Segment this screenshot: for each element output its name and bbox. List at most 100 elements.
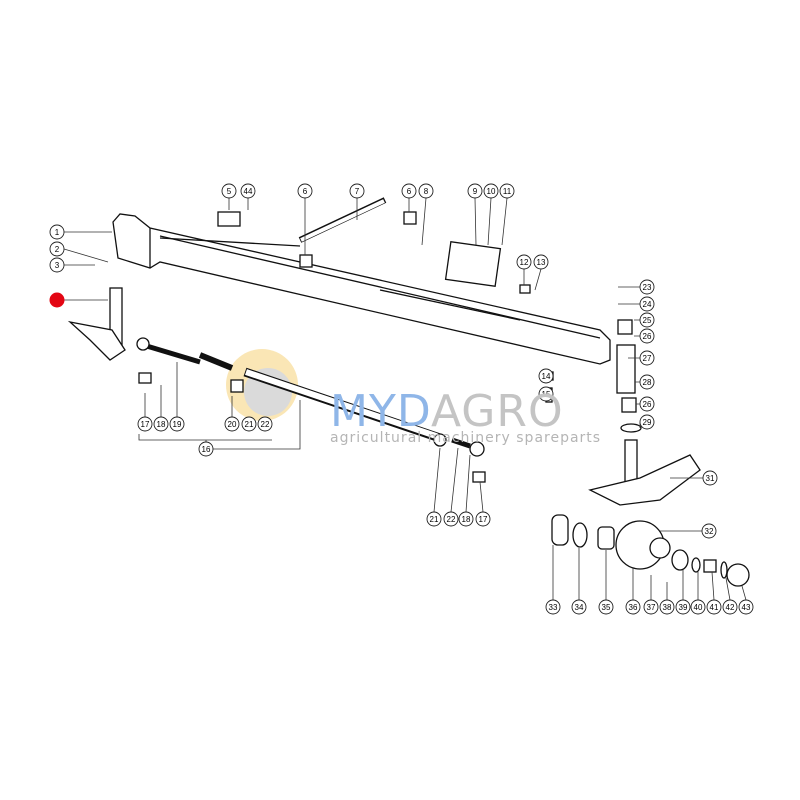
- callout-36[interactable]: 36: [625, 599, 641, 615]
- callout-29[interactable]: 29: [639, 414, 655, 430]
- callout-44[interactable]: 44: [240, 183, 256, 199]
- callout-circle: [257, 416, 273, 432]
- callout-circle: [221, 183, 237, 199]
- callout-label: 26: [643, 332, 652, 341]
- callout-label: 27: [643, 354, 652, 363]
- king-pin-right: [616, 344, 636, 394]
- callout-39[interactable]: 39: [675, 599, 691, 615]
- callout-label: 11: [503, 187, 512, 196]
- callout-26[interactable]: 26: [639, 396, 655, 412]
- callout-label: 40: [694, 603, 703, 612]
- callout-6[interactable]: 6: [297, 183, 313, 199]
- callout-circle: [639, 279, 655, 295]
- callout-22[interactable]: 22: [257, 416, 273, 432]
- callout-26[interactable]: 26: [639, 328, 655, 344]
- callout-circle: [738, 599, 754, 615]
- callout-20[interactable]: 20: [224, 416, 240, 432]
- callout-32[interactable]: 32: [701, 523, 717, 539]
- callout-35[interactable]: 35: [598, 599, 614, 615]
- plate-5: [217, 211, 241, 227]
- callout-15[interactable]: 15: [538, 386, 554, 402]
- callout-40[interactable]: 40: [690, 599, 706, 615]
- callout-label: 2: [55, 245, 60, 254]
- callout-9[interactable]: 9: [467, 183, 483, 199]
- callout-25[interactable]: 25: [639, 312, 655, 328]
- callout-43[interactable]: 43: [738, 599, 754, 615]
- callout-21[interactable]: 21: [426, 511, 442, 527]
- callout-17[interactable]: 17: [475, 511, 491, 527]
- callout-12[interactable]: 12: [516, 254, 532, 270]
- callout-37[interactable]: 37: [643, 599, 659, 615]
- callout-10[interactable]: 10: [483, 183, 499, 199]
- callout-label: 28: [643, 378, 652, 387]
- callout-label: 18: [157, 420, 166, 429]
- callout-34[interactable]: 34: [571, 599, 587, 615]
- callout-circle: [297, 183, 313, 199]
- callout-circle: [639, 312, 655, 328]
- callout-circle: [643, 599, 659, 615]
- callout-label: 6: [407, 187, 412, 196]
- callout-label: 5: [227, 187, 232, 196]
- callout-circle: [467, 183, 483, 199]
- callout-label: 7: [355, 187, 360, 196]
- callout-circle: [722, 599, 738, 615]
- bushing-6b: [299, 254, 313, 268]
- callout-circle: [639, 414, 655, 430]
- callout-11[interactable]: 11: [499, 183, 515, 199]
- callout-circle: [224, 416, 240, 432]
- callout-label: 19: [173, 420, 182, 429]
- callout-31[interactable]: 31: [702, 470, 718, 486]
- callout-circle: [153, 416, 169, 432]
- callout-label: 23: [643, 283, 652, 292]
- callout-18[interactable]: 18: [153, 416, 169, 432]
- callout-circle: [499, 183, 515, 199]
- callout-label: 12: [520, 258, 529, 267]
- callout-label: 13: [537, 258, 546, 267]
- callout-2[interactable]: 2: [49, 241, 65, 257]
- callout-circle: [625, 599, 641, 615]
- callout-33[interactable]: 33: [545, 599, 561, 615]
- bushing-6: [403, 211, 417, 225]
- callout-label: 44: [244, 187, 253, 196]
- callout-23[interactable]: 23: [639, 279, 655, 295]
- callout-38[interactable]: 38: [659, 599, 675, 615]
- callout-circle: [516, 254, 532, 270]
- callout-18[interactable]: 18: [458, 511, 474, 527]
- callout-circle: [639, 328, 655, 344]
- callout-24[interactable]: 24: [639, 296, 655, 312]
- callout-16[interactable]: 16: [198, 441, 214, 457]
- callout-5[interactable]: 5: [221, 183, 237, 199]
- callout-19[interactable]: 19: [169, 416, 185, 432]
- callout-3[interactable]: 3: [49, 257, 65, 273]
- callout-6[interactable]: 6: [401, 183, 417, 199]
- callout-label: 9: [473, 187, 478, 196]
- callout-circle: [458, 511, 474, 527]
- callout-circle: [545, 599, 561, 615]
- callout-14[interactable]: 14: [538, 368, 554, 384]
- callout-circle: [706, 599, 722, 615]
- callout-27[interactable]: 27: [639, 350, 655, 366]
- callout-42[interactable]: 42: [722, 599, 738, 615]
- callout-circle: [483, 183, 499, 199]
- callout-circle: [49, 257, 65, 273]
- selected-part-marker[interactable]: [49, 292, 65, 308]
- callout-7[interactable]: 7: [349, 183, 365, 199]
- callout-circle: [639, 374, 655, 390]
- callout-41[interactable]: 41: [706, 599, 722, 615]
- callout-22[interactable]: 22: [443, 511, 459, 527]
- callout-circle: [639, 396, 655, 412]
- callout-circle: [137, 416, 153, 432]
- tie-rod-left: [139, 341, 201, 365]
- callout-label: 26: [643, 400, 652, 409]
- callout-label: 16: [202, 445, 211, 454]
- callout-8[interactable]: 8: [418, 183, 434, 199]
- callout-28[interactable]: 28: [639, 374, 655, 390]
- callout-21[interactable]: 21: [241, 416, 257, 432]
- callout-label: 17: [479, 515, 488, 524]
- callout-circle: [659, 599, 675, 615]
- callout-label: 36: [629, 603, 638, 612]
- callout-17[interactable]: 17: [137, 416, 153, 432]
- callout-1[interactable]: 1: [49, 224, 65, 240]
- callout-13[interactable]: 13: [533, 254, 549, 270]
